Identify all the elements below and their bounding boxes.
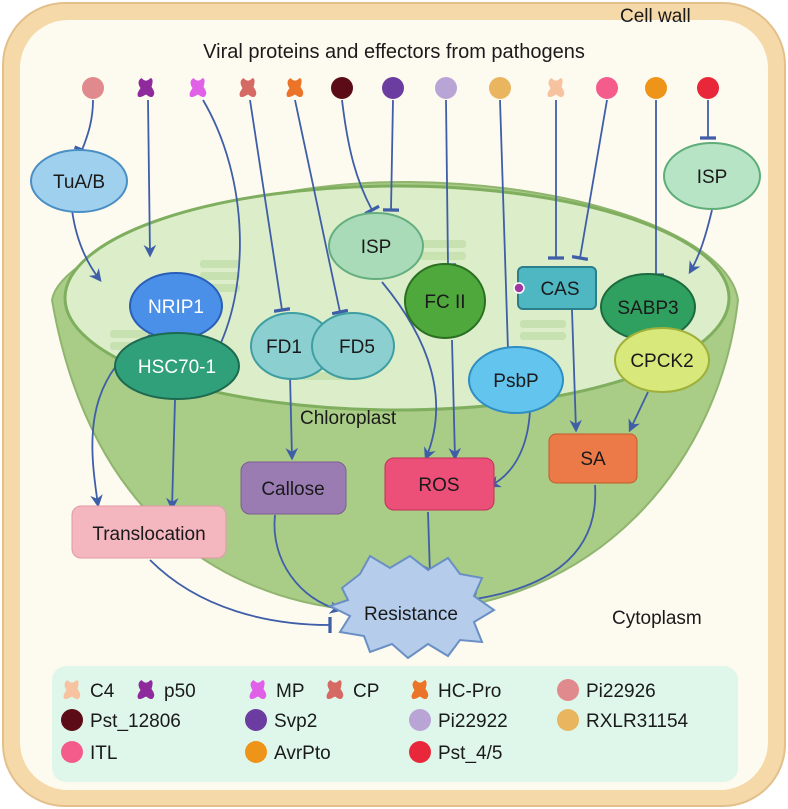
legend-mp-label: MP <box>276 681 305 702</box>
effector-pi22922-icon <box>435 77 457 99</box>
legend-pi22922-label: Pi22922 <box>438 711 508 732</box>
node-isp-right: ISP <box>663 142 761 210</box>
edge-cpck2-sa <box>628 391 649 433</box>
node-ros-label: ROS <box>418 475 459 496</box>
edge-translocation-resistance <box>149 559 332 634</box>
legend-avrpto-icon <box>245 741 267 763</box>
edge-ros-resistance <box>423 511 436 578</box>
effector-pst12806-icon <box>331 77 353 99</box>
legend-pi22926-label: Pi22926 <box>586 681 656 702</box>
legend-itl-label: ITL <box>90 743 117 764</box>
node-fd5-label: FD5 <box>339 337 375 358</box>
edge-cas-sa <box>569 309 582 433</box>
edge-tuab-chloro <box>71 209 102 282</box>
edge-isp-ros <box>381 281 438 461</box>
effector-pst45-icon <box>697 77 719 99</box>
cytoplasm-label: Cytoplasm <box>612 608 702 629</box>
edge-callose-resistance <box>273 514 343 614</box>
node-cpck2-label: CPCK2 <box>630 351 693 372</box>
legend-hc-pro-label: HC-Pro <box>438 681 501 702</box>
node-isp-center-label: ISP <box>361 237 392 258</box>
node-nrip1-label: NRIP1 <box>148 297 204 318</box>
node-fd5: FD5 <box>311 312 395 380</box>
legend-c4-label: C4 <box>90 681 115 702</box>
edge-itl-cas <box>571 99 608 261</box>
node-callose: Callose <box>240 461 347 515</box>
edge-hcpro-fd5 <box>294 99 349 316</box>
edge-hsc70-translocation <box>165 399 179 511</box>
node-nrip1: NRIP1 <box>129 272 223 340</box>
edge-fcii-ros <box>448 339 462 461</box>
edge-fd1-callose <box>285 374 299 461</box>
viral-title: Viral proteins and effectors from pathog… <box>203 41 585 63</box>
legend-pi22926-icon <box>557 679 579 701</box>
effector-row <box>82 77 719 99</box>
legend-pst-4-5-label: Pst_4/5 <box>438 743 502 764</box>
node-tuab-label: TuA/B <box>53 172 105 193</box>
edge-pi22926-tuab <box>73 99 94 155</box>
node-cas: CAS <box>513 266 597 310</box>
node-fd1: FD1 <box>250 312 334 380</box>
edge-pi22922-fcii <box>439 99 457 267</box>
cas-marker-icon <box>513 282 525 294</box>
edge-p50-nrip1 <box>143 99 157 258</box>
node-fcii-label: FC II <box>424 292 465 313</box>
node-translocation-label: Translocation <box>92 524 205 545</box>
node-isp-right-label: ISP <box>697 167 728 188</box>
node-callose-label: Callose <box>261 479 324 500</box>
node-sa-label: SA <box>580 449 606 470</box>
node-resistance: Resistance <box>327 554 496 660</box>
effector-svp2-icon <box>382 77 404 99</box>
edge-psbp-ros <box>487 409 531 488</box>
node-hsc70: HSC70-1 <box>114 332 240 400</box>
legend-pi22922-icon <box>409 709 431 731</box>
node-cas-label: CAS <box>540 279 579 300</box>
edge-sa-resistance <box>465 484 597 605</box>
node-ros: ROS <box>384 457 495 511</box>
legend-pst-12806-label: Pst_12806 <box>90 711 181 732</box>
edge-isp-right-sabp3 <box>688 209 713 275</box>
legend-rxlr31154-label: RXLR31154 <box>586 711 689 732</box>
effector-avrpto-icon <box>645 77 667 99</box>
legend-itl-icon <box>61 741 83 763</box>
edge-pst12806-isp <box>341 99 380 216</box>
effector-itl-icon <box>596 77 618 99</box>
legend-pst-12806-icon <box>61 709 83 731</box>
edge-mp-hsc70 <box>202 99 241 358</box>
node-tuab: TuA/B <box>30 149 128 213</box>
legend-avrpto-label: AvrPto <box>274 743 331 764</box>
node-sabp3: SABP3 <box>600 273 696 341</box>
node-fd1-label: FD1 <box>266 337 302 358</box>
node-psbp-label: PsbP <box>493 371 538 392</box>
legend-rxlr31154-icon <box>557 709 579 731</box>
edge-svp2-isp <box>382 99 400 212</box>
cell-wall-label: Cell wall <box>620 6 691 27</box>
legend-cp-label: CP <box>353 681 379 702</box>
node-sabp3-label: SABP3 <box>617 298 678 319</box>
legend-svp2-icon <box>245 709 267 731</box>
node-isp-center: ISP <box>328 212 424 280</box>
legend-p50-label: p50 <box>164 681 196 702</box>
edge-cp-fd1 <box>249 99 291 313</box>
legend-pst-4-5-icon <box>409 741 431 763</box>
chloroplast-label: Chloroplast <box>300 408 397 429</box>
node-translocation: Translocation <box>71 505 227 559</box>
node-hsc70-label: HSC70-1 <box>138 357 216 378</box>
legend-svp2-label: Svp2 <box>274 711 317 732</box>
edge-rxlr-psbp <box>499 99 517 352</box>
node-resistance-label: Resistance <box>364 604 458 625</box>
node-fcii: FC II <box>404 263 486 339</box>
node-sa: SA <box>548 433 638 484</box>
node-psbp: PsbP <box>468 346 564 414</box>
effector-pi22926-icon <box>82 77 104 99</box>
effector-rxlr31154-icon <box>489 77 511 99</box>
node-cpck2: CPCK2 <box>614 327 710 393</box>
